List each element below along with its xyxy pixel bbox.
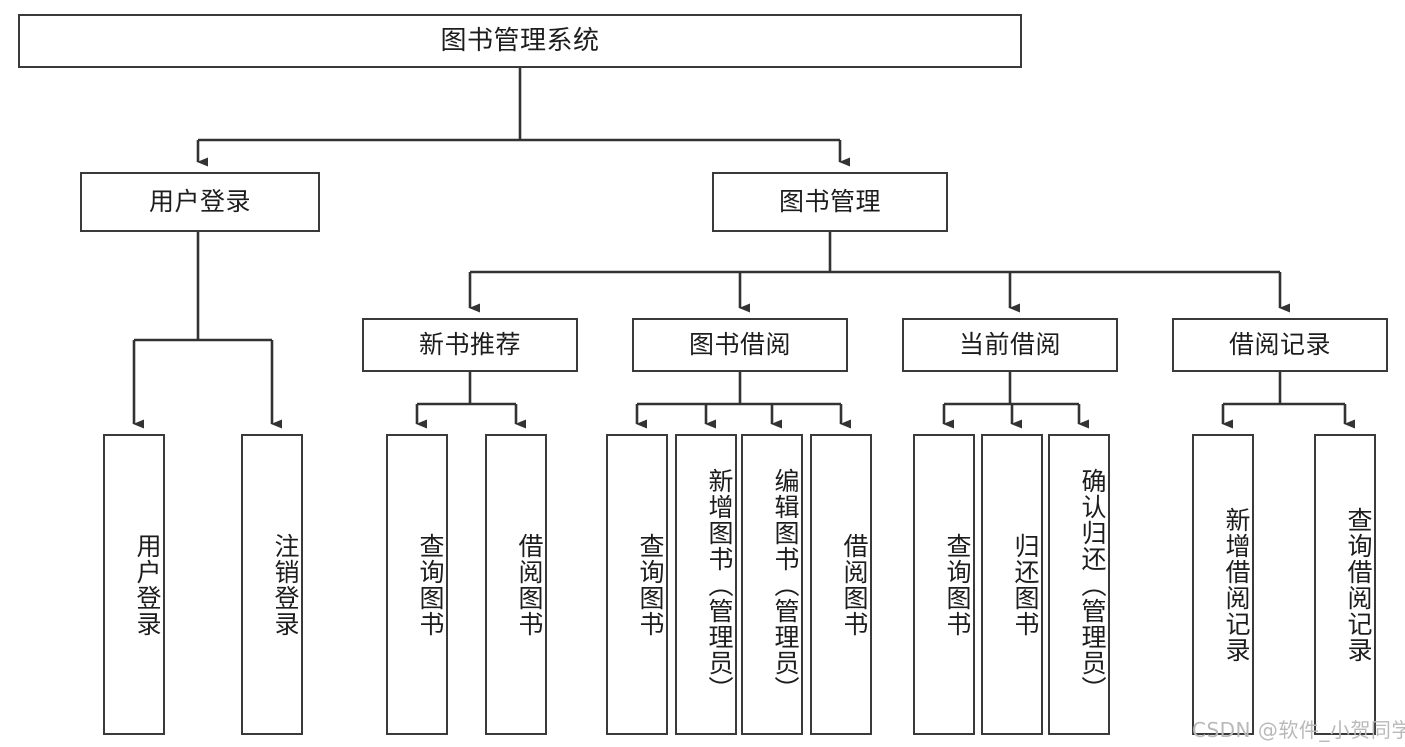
leaf-user-login-login[interactable]: 用户登录 <box>103 434 165 735</box>
node-user-login[interactable]: 用户登录 <box>80 172 320 232</box>
node-label: 用户登录 <box>148 187 251 217</box>
node-label: 图书借阅 <box>688 330 791 360</box>
node-book-borrow[interactable]: 图书借阅 <box>632 318 848 372</box>
node-label: 图书管理 <box>778 187 881 217</box>
node-current-borrow[interactable]: 当前借阅 <box>902 318 1118 372</box>
leaf-current-borrow-query-book[interactable]: 查询图书 <box>913 434 975 735</box>
node-label: 编辑图书（管理员） <box>771 467 800 702</box>
csdn-watermark: CSDN @软件_小贺同学 <box>1192 718 1405 742</box>
leaf-borrow-record-add-record[interactable]: 新增借阅记录 <box>1192 434 1254 735</box>
node-label: 借阅记录 <box>1228 330 1331 360</box>
leaf-borrow-record-query-record[interactable]: 查询借阅记录 <box>1314 434 1376 735</box>
leaf-new-book-query-book[interactable]: 查询图书 <box>386 434 448 735</box>
node-book-management[interactable]: 图书管理 <box>712 172 948 232</box>
node-label: 注销登录 <box>271 532 300 637</box>
node-label: 借阅图书 <box>515 532 544 637</box>
node-label: 当前借阅 <box>958 330 1061 360</box>
node-root-book-management-system[interactable]: 图书管理系统 <box>18 14 1022 68</box>
node-label: 新书推荐 <box>418 330 521 360</box>
node-new-book-recommend[interactable]: 新书推荐 <box>362 318 578 372</box>
leaf-user-login-logout[interactable]: 注销登录 <box>241 434 303 735</box>
leaf-book-borrow-borrow-book[interactable]: 借阅图书 <box>810 434 872 735</box>
node-label: 查询图书 <box>636 532 665 637</box>
leaf-current-borrow-confirm-return-admin[interactable]: 确认归还（管理员） <box>1048 434 1110 735</box>
node-label: 借阅图书 <box>840 532 869 637</box>
node-label: 新增借阅记录 <box>1222 506 1251 663</box>
leaf-book-borrow-edit-book-admin[interactable]: 编辑图书（管理员） <box>741 434 803 735</box>
leaf-current-borrow-return-book[interactable]: 归还图书 <box>981 434 1043 735</box>
node-label: 确认归还（管理员） <box>1078 467 1107 702</box>
leaf-book-borrow-query-book[interactable]: 查询图书 <box>606 434 668 735</box>
node-label: 归还图书 <box>1011 532 1040 637</box>
leaf-new-book-borrow-book[interactable]: 借阅图书 <box>485 434 547 735</box>
node-label: 查询借阅记录 <box>1344 506 1373 663</box>
node-label: 用户登录 <box>133 532 162 637</box>
node-borrow-record[interactable]: 借阅记录 <box>1172 318 1388 372</box>
node-label: 查询图书 <box>416 532 445 637</box>
leaf-book-borrow-add-book-admin[interactable]: 新增图书（管理员） <box>675 434 737 735</box>
node-label: 图书管理系统 <box>440 25 600 56</box>
node-label: 查询图书 <box>943 532 972 637</box>
node-label: 新增图书（管理员） <box>705 467 734 702</box>
